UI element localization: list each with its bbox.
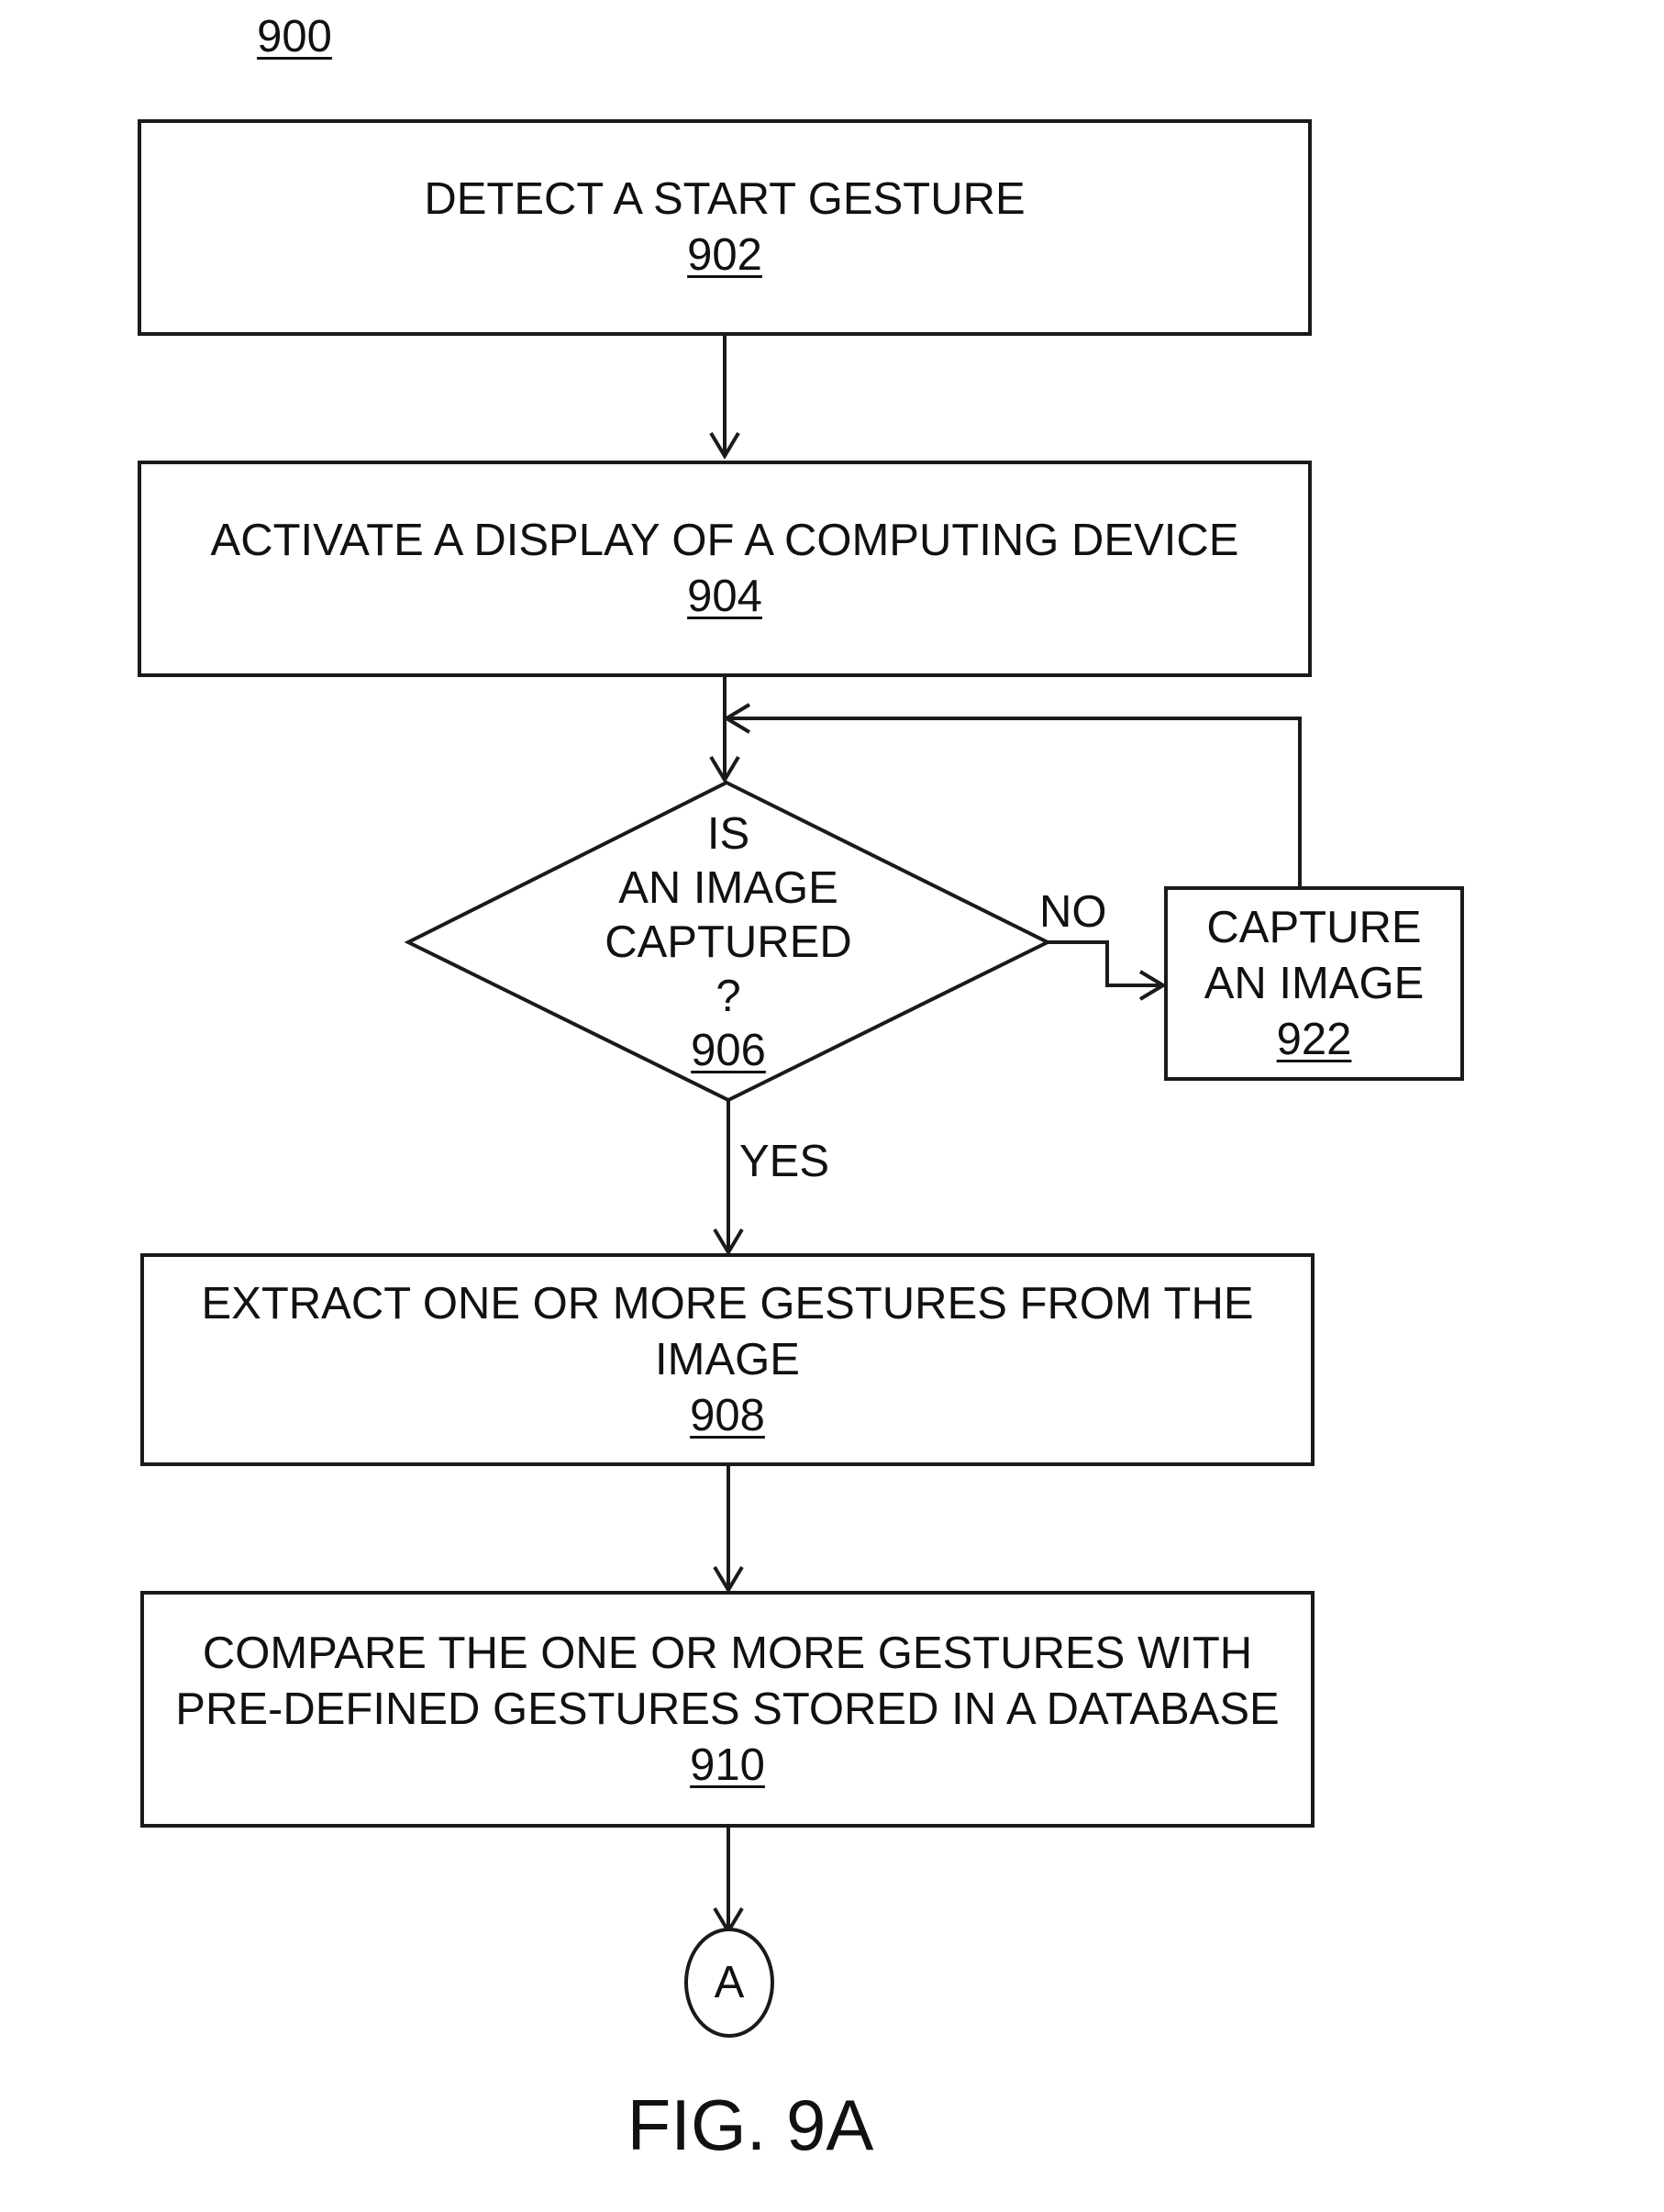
decision-line-4: ? <box>545 970 912 1024</box>
branch-label-no: NO <box>1039 886 1107 938</box>
step-extract-gestures: EXTRACT ONE OR MORE GESTURES FROM THE IM… <box>140 1253 1315 1466</box>
step-904-ref: 904 <box>687 569 762 625</box>
decision-line-1: IS <box>545 807 912 861</box>
step-910-ref: 910 <box>690 1738 765 1794</box>
decision-906-text: IS AN IMAGE CAPTURED ? 906 <box>545 807 912 1078</box>
connector-a-label: A <box>693 1955 766 2011</box>
step-922-ref: 922 <box>1277 1012 1352 1068</box>
figure-ref-number: 900 <box>253 9 336 65</box>
decision-906-ref: 906 <box>545 1024 912 1078</box>
step-910-line-2: PRE-DEFINED GESTURES STORED IN A DATABAS… <box>175 1682 1279 1738</box>
step-922-line-1: CAPTURE <box>1206 900 1421 956</box>
step-activate-display: ACTIVATE A DISPLAY OF A COMPUTING DEVICE… <box>138 461 1312 677</box>
step-910-line-1: COMPARE THE ONE OR MORE GESTURES WITH <box>203 1626 1252 1682</box>
branch-label-yes: YES <box>739 1136 829 1187</box>
figure-caption: FIG. 9A <box>567 2084 934 2166</box>
decision-line-2: AN IMAGE <box>545 861 912 916</box>
step-902-ref: 902 <box>687 228 762 283</box>
step-902-label: DETECT A START GESTURE <box>424 172 1025 228</box>
step-compare-gestures: COMPARE THE ONE OR MORE GESTURES WITH PR… <box>140 1591 1315 1828</box>
step-908-ref: 908 <box>690 1388 765 1444</box>
step-capture-image: CAPTURE AN IMAGE 922 <box>1164 886 1464 1081</box>
step-904-label: ACTIVATE A DISPLAY OF A COMPUTING DEVICE <box>211 513 1239 569</box>
step-908-line-2: IMAGE <box>655 1332 800 1388</box>
step-908-line-1: EXTRACT ONE OR MORE GESTURES FROM THE <box>201 1276 1253 1332</box>
step-922-line-2: AN IMAGE <box>1204 956 1425 1012</box>
step-detect-start-gesture: DETECT A START GESTURE 902 <box>138 119 1312 336</box>
decision-line-3: CAPTURED <box>545 916 912 970</box>
arrow-no-to-922 <box>1048 942 1163 985</box>
